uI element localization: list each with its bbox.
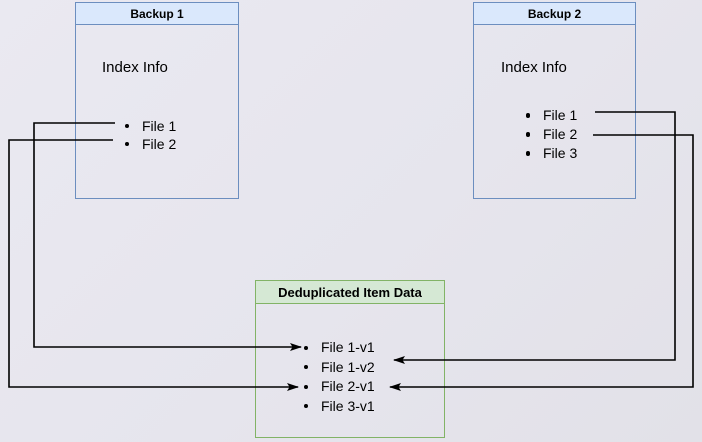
list-item: File 1-v1 xyxy=(304,338,375,358)
dedup-title: Deduplicated Item Data xyxy=(256,281,444,304)
backup1-index-info-label: Index Info xyxy=(102,59,168,76)
backup1-file-list: File 1 File 2 xyxy=(125,117,176,153)
backup1-title: Backup 1 xyxy=(76,3,238,25)
backup2-title: Backup 2 xyxy=(474,3,635,25)
list-item: File 2 xyxy=(526,125,577,144)
list-item: File 2 xyxy=(125,135,176,153)
list-item: File 1 xyxy=(526,106,577,125)
backup2-file-list: File 1 File 2 File 3 xyxy=(526,106,577,163)
backup1-box: Backup 1 Index Info File 1 File 2 xyxy=(75,2,239,199)
dedup-box: Deduplicated Item Data File 1-v1 File 1-… xyxy=(255,280,445,438)
list-item: File 3-v1 xyxy=(304,397,375,417)
backup2-box: Backup 2 Index Info File 1 File 2 File 3 xyxy=(473,2,636,199)
list-item: File 2-v1 xyxy=(304,377,375,397)
list-item: File 1-v2 xyxy=(304,358,375,378)
list-item: File 3 xyxy=(526,144,577,163)
dedup-item-list: File 1-v1 File 1-v2 File 2-v1 File 3-v1 xyxy=(304,338,375,416)
list-item: File 1 xyxy=(125,117,176,135)
backup2-index-info-label: Index Info xyxy=(501,59,567,76)
